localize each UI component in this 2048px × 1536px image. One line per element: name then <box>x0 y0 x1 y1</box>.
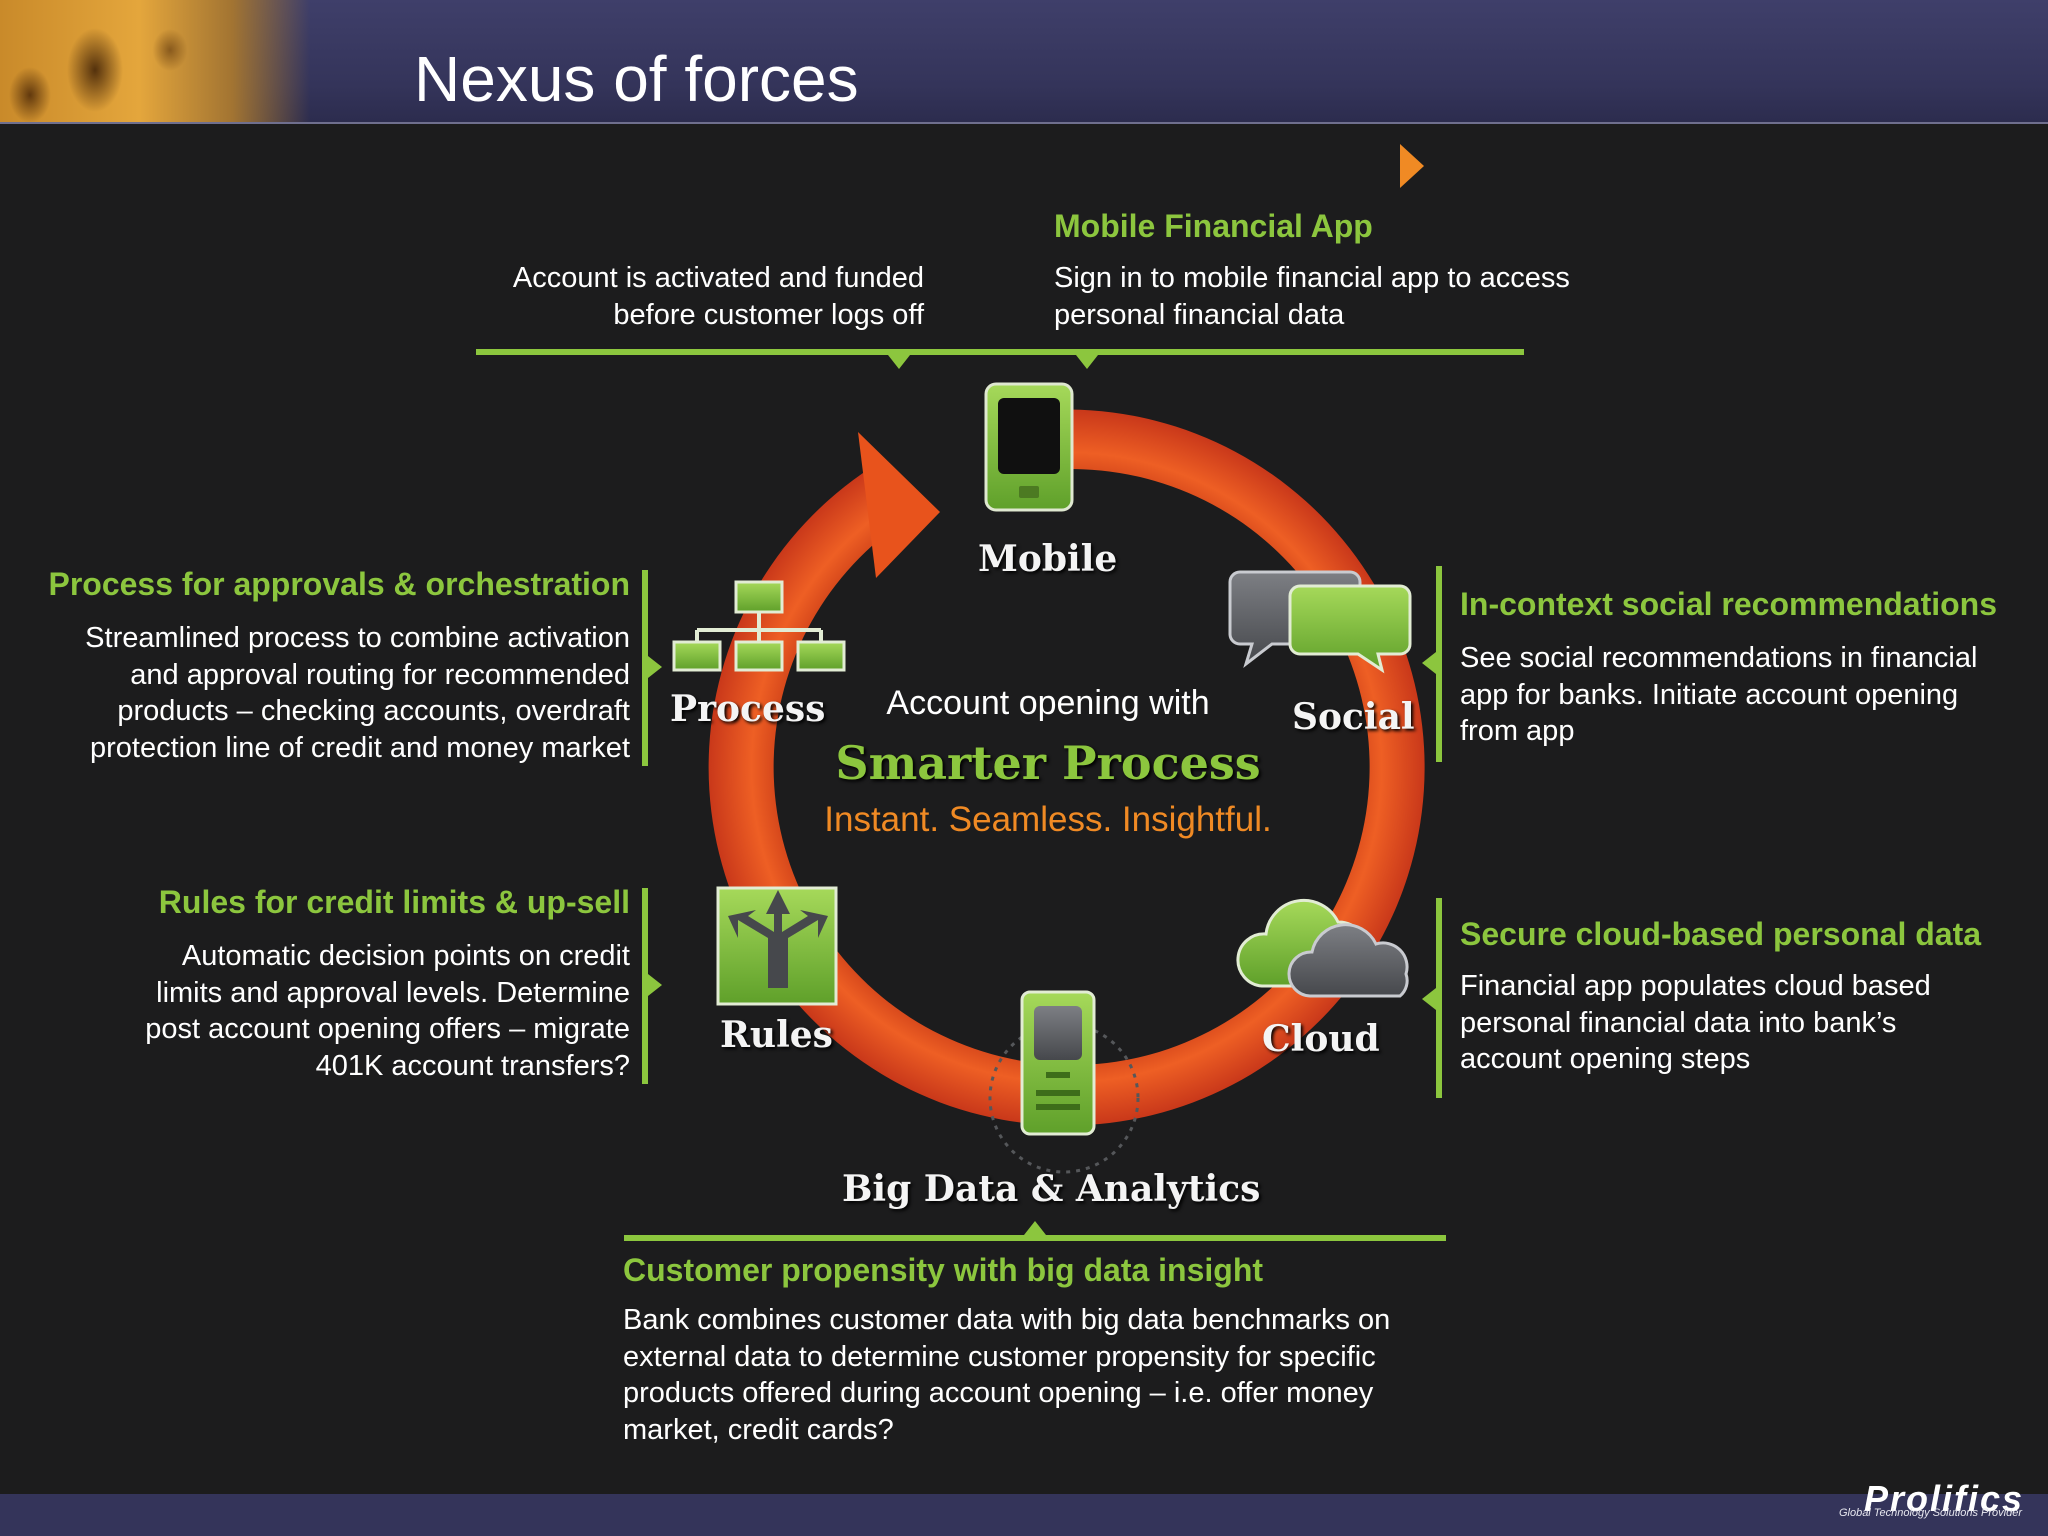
callout-social-line: See social recommendations in financial <box>1460 642 1978 674</box>
rules-bar-pointer <box>648 974 662 996</box>
callout-rules-body: Automatic decision points on credit limi… <box>0 938 630 1084</box>
callout-cloud-line: Financial app populates cloud based <box>1460 970 1931 1002</box>
callout-top-left-line: before customer logs off <box>613 298 924 331</box>
callout-bigdata-body: Bank combines customer data with big dat… <box>623 1302 1483 1448</box>
header-photo <box>0 0 310 122</box>
orange-arrow-marker <box>1400 144 1424 188</box>
callout-process-line: protection line of credit and money mark… <box>90 731 630 764</box>
callout-process-heading: Process for approvals & orchestration <box>48 566 630 602</box>
callout-process-line: and approval routing for recommended <box>130 658 630 691</box>
callout-top-left-body: Account is activated and funded before c… <box>420 260 924 333</box>
top-bar-pointer-left <box>888 355 910 369</box>
callout-rules-line: 401K account transfers? <box>315 1049 630 1082</box>
cloud-bar-pointer <box>1422 988 1436 1010</box>
callout-rules-heading: Rules for credit limits & up-sell <box>158 884 630 920</box>
callout-cloud-line: account opening steps <box>1460 1043 1751 1075</box>
node-label-rules: Rules <box>720 1014 833 1056</box>
center-main-text: Smarter Process <box>835 736 1261 790</box>
header-bar <box>0 0 2048 124</box>
node-label-process: Process <box>670 688 826 730</box>
callout-mobile-heading: Mobile Financial App <box>1054 208 1373 244</box>
callout-process-body: Streamlined process to combine activatio… <box>0 620 630 766</box>
callout-cloud-line: personal financial data into bank’s <box>1460 1006 1897 1039</box>
callout-process-line: products – checking accounts, overdraft <box>117 695 630 727</box>
node-label-mobile: Mobile <box>978 538 1118 580</box>
speech-bubbles-icon <box>1228 570 1412 674</box>
callout-mobile-line: Sign in to mobile financial app to acces… <box>1054 262 1570 294</box>
mobile-phone-icon <box>984 382 1074 512</box>
bottom-bar-pointer <box>1024 1221 1046 1235</box>
company-logo: Prolifics <box>1863 1478 2024 1519</box>
callout-bigdata-line: external data to determine customer prop… <box>623 1340 1376 1373</box>
footer-bar <box>0 1494 2048 1536</box>
callout-rules-line: Automatic decision points on credit <box>181 940 630 972</box>
callout-top-left-line: Account is activated and funded <box>512 262 924 294</box>
node-label-social: Social <box>1292 696 1415 738</box>
callout-bigdata-line: products offered during account opening … <box>623 1377 1374 1409</box>
process-bar-pointer <box>648 656 662 678</box>
callout-social-heading: In-context social recommendations <box>1460 586 1998 622</box>
callout-rules-line: post account opening offers – migrate <box>145 1013 630 1045</box>
callout-mobile-body: Sign in to mobile financial app to acces… <box>1054 260 1614 333</box>
ring-arrowhead <box>858 432 940 578</box>
top-bar-pointer-right <box>1076 355 1098 369</box>
callout-social-line: app for banks. Initiate account opening <box>1460 678 1959 711</box>
split-arrow-icon <box>716 886 838 1006</box>
clouds-icon <box>1236 898 1409 998</box>
company-tagline: Global Technology Solutions Provider <box>1838 1507 2022 1519</box>
bottom-green-bar <box>624 1235 1446 1241</box>
callout-social-line: from app <box>1460 715 1575 747</box>
callout-rules-line: limits and approval levels. Determine <box>156 976 630 1009</box>
callout-cloud-heading: Secure cloud-based personal data <box>1460 916 1982 952</box>
callout-social-body: See social recommendations in financial … <box>1460 640 2030 750</box>
callout-mobile-line: personal financial data <box>1054 298 1345 331</box>
rules-green-bar <box>642 888 648 1084</box>
node-label-cloud: Cloud <box>1262 1018 1380 1060</box>
org-chart-icon <box>672 580 846 672</box>
social-green-bar <box>1436 566 1442 762</box>
callout-bigdata-line: Bank combines customer data with big dat… <box>623 1304 1391 1336</box>
callout-cloud-body: Financial app populates cloud based pers… <box>1460 968 2030 1078</box>
cloud-green-bar <box>1436 898 1442 1098</box>
social-bar-pointer <box>1422 652 1436 674</box>
top-green-bar <box>476 349 1524 355</box>
center-tagline: Instant. Seamless. Insightful. <box>824 800 1272 839</box>
center-intro-text: Account opening with <box>886 684 1210 722</box>
process-green-bar <box>642 570 648 766</box>
callout-bigdata-heading: Customer propensity with big data insigh… <box>623 1252 1264 1288</box>
server-icon <box>988 990 1140 1174</box>
page-title: Nexus of forces <box>414 43 859 115</box>
callout-process-line: Streamlined process to combine activatio… <box>85 622 630 654</box>
callout-bigdata-line: market, credit cards? <box>623 1413 894 1446</box>
node-label-big-data: Big Data & Analytics <box>842 1168 1261 1210</box>
